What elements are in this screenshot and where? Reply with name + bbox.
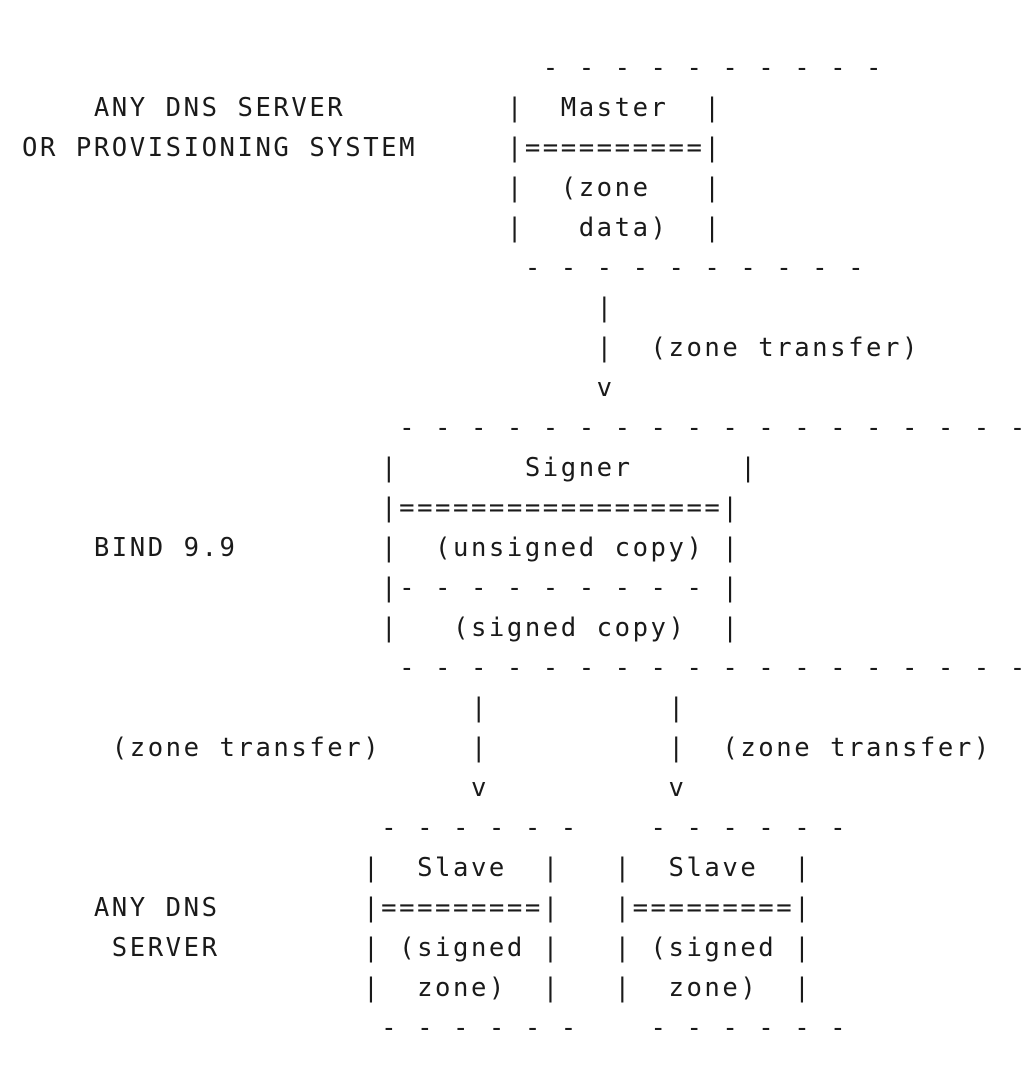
ascii-art-diagram: - - - - - - - - - - ANY DNS SERVER | Mas… bbox=[22, 53, 1026, 1043]
